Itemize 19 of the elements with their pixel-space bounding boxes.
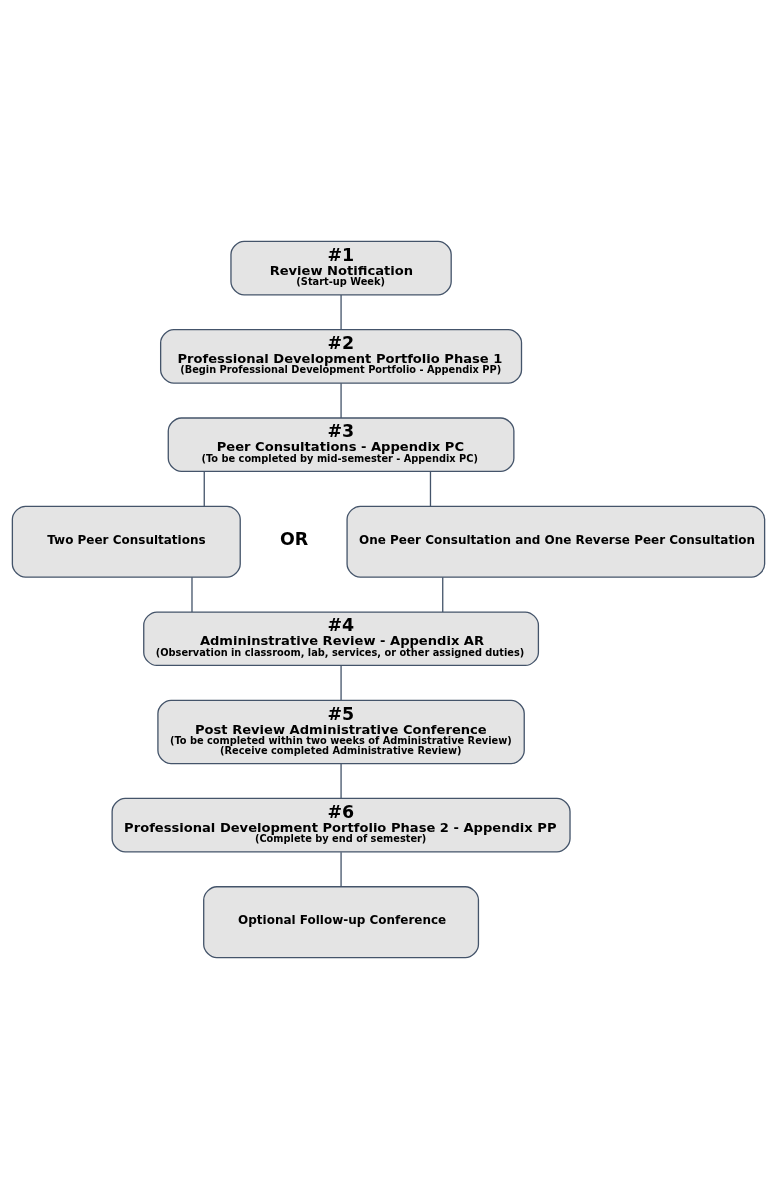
- node-box: #6 Professional Development Portfolio Phase 2 - Appendix PP (Complete by end of semester): [111, 797, 571, 853]
- node-box: Optional Follow-up Conference: [203, 885, 480, 958]
- connector: [340, 762, 342, 799]
- node-box: #3 Peer Consultations - Appendix PC (To be completed by mid-semester - Appendix PC): [167, 416, 515, 472]
- connector: [191, 576, 193, 613]
- connector: [340, 293, 342, 330]
- node-box: #5 Post Review Administrative Conference (To be completed within two weeks of Administrative Review) (Receive completed Administrative Review): [157, 699, 525, 764]
- connector: [429, 470, 432, 507]
- connector: [442, 576, 444, 613]
- connector: [203, 470, 205, 507]
- connector: [340, 382, 342, 419]
- connector: [340, 664, 342, 701]
- label: OR: [280, 528, 309, 549]
- connector: [340, 851, 342, 887]
- node-box: #4 Admininstrative Review - Appendix AR (Observation in classroom, lab, services, or other assigned duties): [143, 610, 540, 666]
- node-box: Two Peer Consultations: [11, 505, 241, 578]
- node-box: One Peer Consultation and One Reverse Peer Consultation: [346, 505, 766, 578]
- node-box: #1 Review Notification (Start-up Week): [230, 240, 452, 295]
- node-box: #2 Professional Development Portfolio Phase 1 (Begin Professional Development Portfolio - Appendix PP): [160, 328, 523, 384]
